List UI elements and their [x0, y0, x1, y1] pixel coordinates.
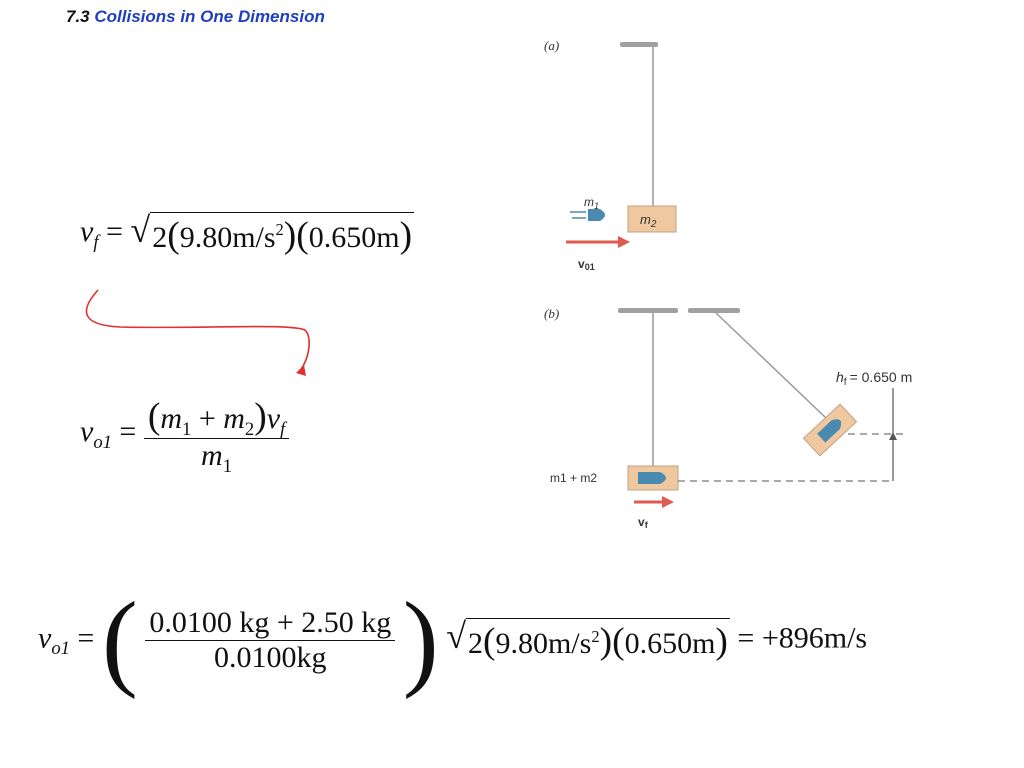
eq2-denominator: m1 [197, 439, 236, 477]
eq1-coef: 2 [152, 221, 168, 254]
eq3-lhs-sub: o1 [51, 637, 70, 659]
eq3-right-paren: ) [402, 581, 439, 700]
eq1-g-unit: m/s [232, 221, 276, 254]
ballistic-pendulum-diagram: (a) m2 m1 v01 (b) m1 + m2 vf [544, 38, 912, 530]
eq3-result: +896 [761, 621, 824, 655]
eq3-g-unit: m/s [547, 627, 592, 661]
eq2-m1-sub: 1 [182, 418, 192, 440]
eq3-radicand: 2(9.80m/s2)(0.650m) [465, 618, 730, 662]
eq1-lhs-var: v [80, 215, 94, 249]
eq3-sqrt: √ 2(9.80m/s2)(0.650m) [446, 618, 730, 662]
eq2-m1: m [160, 402, 183, 435]
bullet-icon [570, 209, 605, 221]
ceiling-b-right [688, 308, 740, 313]
m1-label: m1 [584, 195, 599, 211]
fraction-bar [145, 640, 396, 642]
eq1-g-value: 9.80 [179, 221, 233, 254]
eq1-h-unit: m [376, 221, 400, 254]
eq2-equals: = [119, 415, 137, 449]
eq3-den: 0.0100 [214, 641, 297, 675]
eq3-num-b: 2.50 [301, 605, 354, 639]
equation-initial-velocity: vo1 = (m1 + m2)vf m1 [80, 395, 290, 477]
v01-label: v01 [578, 257, 595, 272]
eq2-den-sub: 1 [222, 455, 232, 477]
eq3-lhs-var: v [38, 621, 52, 655]
eq3-g-value: 9.80 [495, 627, 548, 661]
eq3-num-a-unit: kg [239, 605, 270, 639]
eq3-result-unit: m/s [823, 621, 868, 655]
eq1-equals: = [106, 215, 123, 249]
eq3-equals: = [77, 621, 95, 655]
eq2-m2: m [223, 402, 245, 435]
eq2-m2-sub: 2 [244, 418, 255, 440]
embedded-bullet-icon [638, 472, 666, 484]
eq3-coef: 2 [467, 627, 483, 661]
eq3-den-unit: kg [296, 641, 327, 675]
section-title: Collisions in One Dimension [94, 7, 325, 26]
eq2-lhs-var: v [80, 415, 94, 449]
sqrt-symbol: √ [130, 210, 151, 250]
eq3-left-paren: ( [101, 581, 138, 700]
eq1-sqrt: √ 2(9.80m/s2)(0.650m) [130, 210, 415, 256]
eq3-h-unit: m [692, 627, 716, 661]
eq3-h-value: 0.650 [624, 627, 693, 661]
eq2-den: m [201, 439, 223, 473]
eq2-vf-sub: f [280, 418, 286, 440]
eq3-fraction: 0.0100 kg + 2.50 kg 0.0100kg [145, 606, 396, 676]
eq1-lhs-sub: f [93, 231, 99, 253]
eq3-denominator: 0.0100kg [210, 641, 331, 676]
sqrt-symbol: √ [446, 616, 466, 657]
block-combined-swung [802, 403, 858, 457]
section-number: 7.3 [66, 7, 90, 26]
eq1-radicand: 2(9.80m/s2)(0.650m) [150, 212, 415, 256]
eq2-numerator: (m1 + m2)vf [147, 396, 286, 440]
eq3-num-a: 0.0100 [149, 605, 232, 639]
slide-title: 7.3 Collisions in One Dimension [66, 7, 325, 27]
eq1-g-exp: 2 [275, 220, 284, 240]
eq3-g-exp: 2 [591, 626, 600, 646]
equation-final-velocity: vf = √ 2(9.80m/s2)(0.650m) [80, 210, 415, 256]
velocity-arrow-vf [634, 496, 674, 508]
string-b-swung [715, 312, 827, 419]
eq2-lhs-sub: o1 [93, 431, 112, 453]
eq3-plus: + [276, 605, 294, 639]
m2-label: m2 [640, 212, 657, 230]
equation-numeric-result: vo1 = ( 0.0100 kg + 2.50 kg 0.0100kg ) √… [38, 587, 868, 695]
eq3-num-b-unit: kg [361, 605, 392, 639]
curved-arrow-icon [85, 289, 310, 376]
fraction-bar [143, 438, 290, 440]
vf-label: vf [638, 515, 649, 530]
eq2-vf: v [266, 402, 281, 435]
velocity-arrow-v01 [566, 236, 630, 248]
ceiling-b-left [618, 308, 678, 313]
eq2-fraction: (m1 + m2)vf m1 [143, 395, 290, 477]
panel-b-label: (b) [544, 306, 559, 321]
block-m2-a [627, 205, 677, 233]
height-arrow [889, 388, 897, 481]
panel-a-label: (a) [544, 38, 559, 53]
eq1-h-value: 0.650 [308, 221, 377, 254]
eq3-equals-2: = [737, 621, 755, 655]
eq3-numerator: 0.0100 kg + 2.50 kg [145, 606, 395, 641]
combined-mass-label: m1 + m2 [550, 471, 597, 485]
ceiling-a [620, 42, 658, 47]
height-label: hf= 0.650 m [836, 369, 912, 388]
eq2-plus: + [198, 402, 216, 435]
